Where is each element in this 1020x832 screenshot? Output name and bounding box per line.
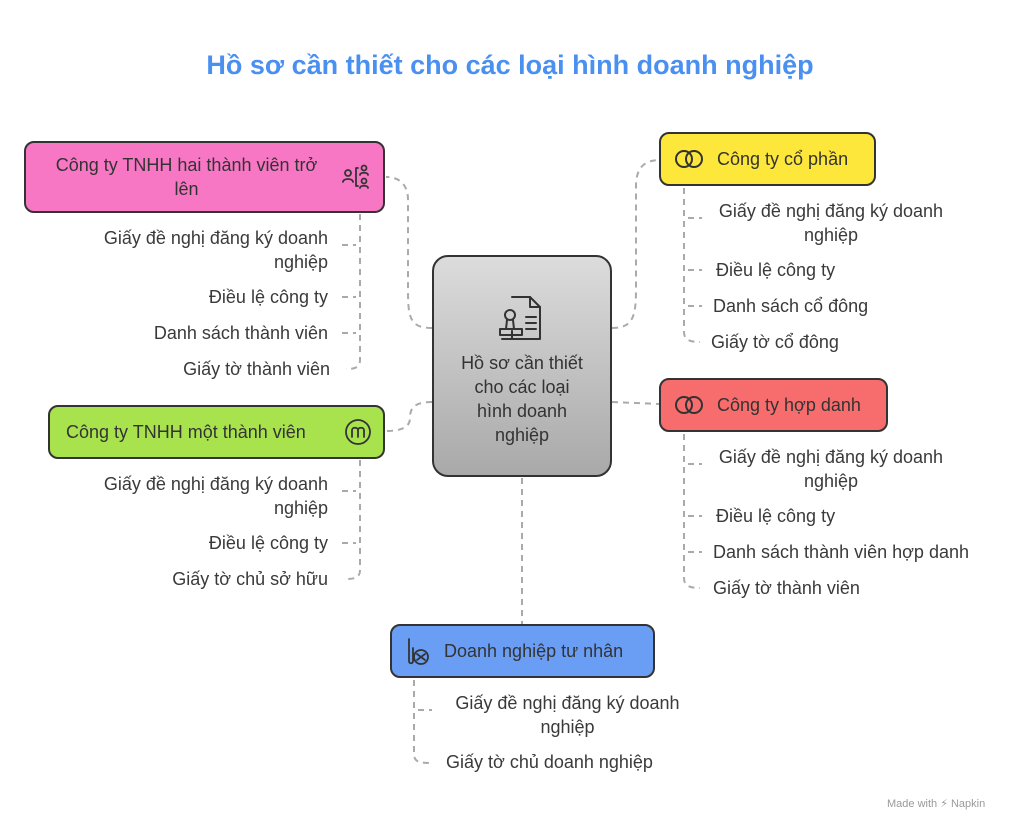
branch-label: Công ty hợp danh <box>717 394 861 415</box>
list-item: Danh sách thành viên hợp danh <box>713 542 969 562</box>
center-label: Hồ sơ cần thiết cho các loại hình doanh … <box>461 353 583 445</box>
branch-label: Công ty cổ phần <box>717 148 849 169</box>
list-item: Giấy đề nghị đăng ký doanh nghiệp <box>718 201 944 245</box>
single-member-icon <box>343 417 373 447</box>
list-item: Giấy tờ cổ đông <box>711 332 839 352</box>
branch-label: Công ty TNHH hai thành viên trở lên <box>55 155 318 199</box>
page-title: Hồ sơ cần thiết cho các loại hình doanh … <box>206 50 814 80</box>
list-item: Điều lệ công ty <box>716 260 836 280</box>
list-item: Giấy đề nghị đăng ký doanh nghiệp <box>103 474 328 518</box>
branch-label: Doanh nghiệp tư nhân <box>444 640 624 661</box>
list-item: Giấy tờ chủ sở hữu <box>172 569 328 589</box>
list-item: Danh sách thành viên <box>153 323 328 343</box>
linked-rings-icon <box>673 148 705 170</box>
list-item: Giấy tờ chủ doanh nghiệp <box>446 752 653 772</box>
list-item: Giấy tờ thành viên <box>183 359 330 379</box>
list-item: Giấy tờ thành viên <box>713 578 860 598</box>
list-item: Điều lệ công ty <box>208 533 328 553</box>
napkin-watermark: Made with ⚡ Napkin <box>887 798 986 810</box>
list-item: Giấy đề nghị đăng ký doanh nghiệp <box>718 447 944 491</box>
branch-partnership[interactable]: Công ty hợp danh <box>659 378 888 432</box>
private-owner-icon <box>404 636 432 666</box>
center-node: Hồ sơ cần thiết cho các loại hình doanh … <box>432 255 612 477</box>
document-stamp-icon <box>496 293 548 345</box>
members-network-icon <box>341 162 371 192</box>
list-item: Danh sách cổ đông <box>713 296 869 316</box>
list-item: Điều lệ công ty <box>716 506 836 526</box>
branch-tnhh-two-members[interactable]: Công ty TNHH hai thành viên trở lên <box>24 141 385 213</box>
list-item: Giấy đề nghị đăng ký doanh nghiệp <box>103 228 328 272</box>
list-item: Giấy đề nghị đăng ký doanh nghiệp <box>455 693 680 737</box>
branch-joint-stock[interactable]: Công ty cổ phần <box>659 132 876 186</box>
branch-tnhh-one-member[interactable]: Công ty TNHH một thành viên <box>48 405 385 459</box>
branch-label: Công ty TNHH một thành viên <box>66 421 306 442</box>
list-item: Điều lệ công ty <box>208 287 328 307</box>
branch-private-enterprise[interactable]: Doanh nghiệp tư nhân <box>390 624 655 678</box>
linked-rings-icon <box>673 394 705 416</box>
